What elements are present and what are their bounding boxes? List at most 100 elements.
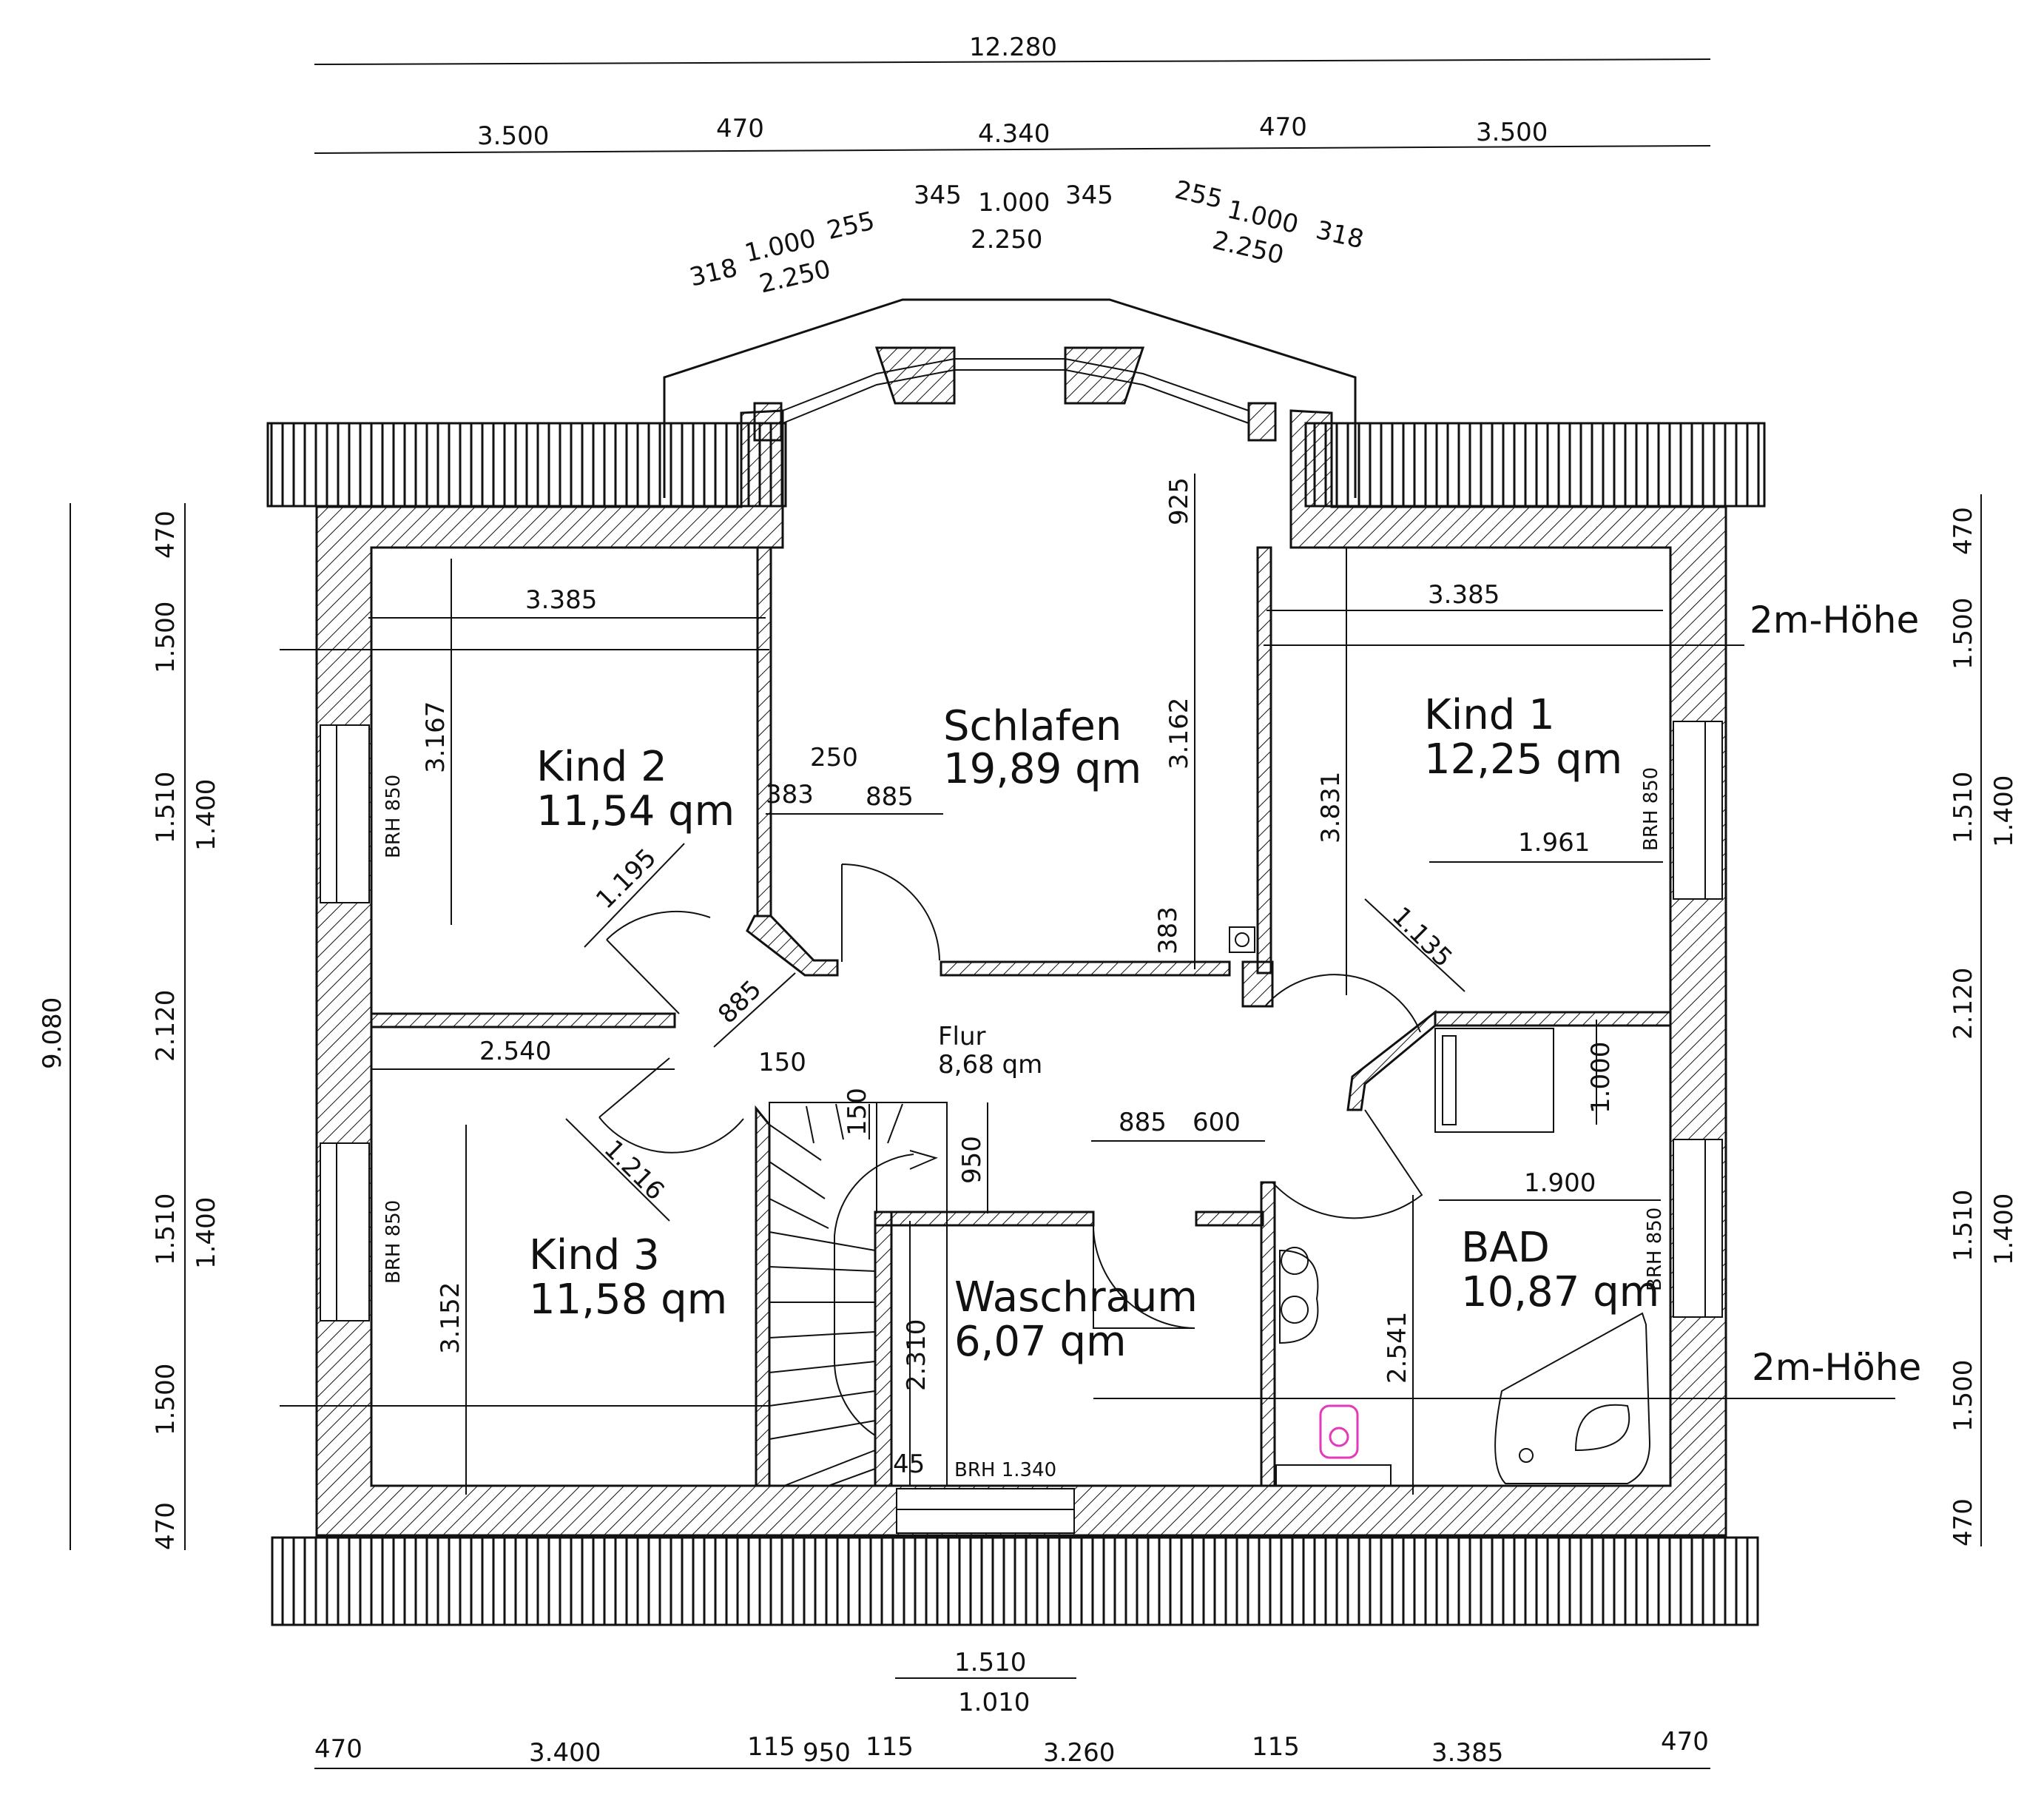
dim-bay-center-3: 345	[1065, 181, 1113, 210]
room-bad-name: BAD	[1461, 1224, 1550, 1272]
dim-bay-right-3: 318	[1313, 215, 1366, 255]
room-kind3-name: Kind 3	[529, 1231, 660, 1279]
dim-flur-885: 885	[1119, 1108, 1167, 1137]
dim-bad-1000: 1.000	[1586, 1042, 1616, 1114]
dim-left-window-2: 1.400	[192, 1197, 221, 1269]
room-kind1-area: 12,25 qm	[1424, 735, 1622, 784]
staircase	[769, 1102, 948, 1486]
dim-bottom-6: 3.260	[1043, 1738, 1115, 1768]
dim-bottom-7: 115	[1252, 1732, 1300, 1762]
dim-top-1: 3.500	[477, 121, 549, 151]
dim-bay-right-1: 255	[1172, 175, 1225, 215]
dim-right-5: 1.510	[1949, 1190, 1978, 1262]
dim-bay-left-3: 255	[824, 206, 877, 246]
dim-hall-250: 250	[810, 743, 858, 772]
dim-top-total: 12.280	[969, 33, 1057, 62]
dim-bad-2541: 2.541	[1383, 1312, 1412, 1384]
brh-waschraum: BRH 1.340	[954, 1459, 1056, 1481]
dim-kind1-door: 1.135	[1386, 901, 1458, 973]
brh-kind2: BRH 850	[382, 775, 405, 858]
dim-bottom-2: 3.400	[529, 1738, 601, 1768]
interior-walls	[370, 546, 1672, 1487]
room-schlafen-area: 19,89 qm	[943, 745, 1141, 793]
dim-schlafen-3162: 3.162	[1164, 698, 1194, 770]
room-kind1-name: Kind 1	[1424, 691, 1555, 739]
dim-right-2: 1.500	[1949, 598, 1978, 670]
dim-kind3-depth: 3.152	[436, 1282, 465, 1354]
dim-flur-600: 600	[1193, 1108, 1241, 1137]
dim-bottom-4: 950	[803, 1738, 851, 1768]
dim-kind1-1961: 1.961	[1518, 828, 1590, 858]
brh-bad: BRH 850	[1644, 1208, 1666, 1291]
dim-left-6: 1.500	[151, 1364, 181, 1435]
dim-kind1-depth: 3.831	[1316, 772, 1346, 844]
dim-left-window-1: 1.400	[192, 779, 221, 851]
dim-flur-950: 950	[957, 1136, 987, 1184]
room-flur-area: 8,68 qm	[938, 1050, 1042, 1080]
dim-bottom-5: 115	[866, 1732, 914, 1762]
dim-bay-left-1: 318	[687, 253, 740, 293]
dim-right-4: 2.120	[1949, 968, 1978, 1040]
toilet-icon	[1319, 1404, 1359, 1459]
dim-left-5: 1.510	[151, 1193, 181, 1265]
dim-kind1-width: 3.385	[1428, 580, 1500, 610]
fixtures	[1229, 926, 1651, 1486]
dim-top-4: 470	[1259, 112, 1307, 142]
height-label-lower: 2m-Höhe	[1752, 1346, 1921, 1389]
room-flur-name: Flur	[938, 1022, 986, 1051]
dim-right-window-1: 1.400	[1989, 775, 2019, 847]
room-waschraum-area: 6,07 qm	[954, 1318, 1127, 1366]
room-schlafen-name: Schlafen	[943, 702, 1121, 750]
dim-hall-885: 885	[866, 782, 914, 812]
dim-schlafen-925: 925	[1164, 477, 1194, 525]
dim-left-3: 1.510	[151, 772, 181, 844]
room-waschraum-name: Waschraum	[954, 1273, 1198, 1321]
dim-bottom-3: 115	[747, 1732, 795, 1762]
dim-top-3: 4.340	[978, 119, 1050, 149]
dim-right-3: 1.510	[1949, 772, 1978, 844]
dim-bay-center-2: 1.000	[978, 188, 1050, 218]
dim-wasch-45: 45	[893, 1449, 925, 1479]
dim-stair-150a: 150	[758, 1048, 806, 1077]
dim-right-6: 1.500	[1949, 1360, 1978, 1432]
dim-right-1: 470	[1949, 507, 1978, 555]
dim-stair-150b: 150	[843, 1088, 872, 1136]
exterior-walls	[315, 346, 1727, 1537]
dim-kind3-width: 2.540	[479, 1037, 551, 1066]
dim-bottom-1: 470	[314, 1734, 362, 1764]
dim-left-2: 1.500	[151, 602, 181, 673]
room-kind3-area: 11,58 qm	[529, 1276, 727, 1324]
dim-kind2-width: 3.385	[525, 585, 597, 615]
height-lines	[280, 644, 1895, 1407]
dim-bay-center-1: 345	[914, 181, 962, 210]
dim-bottom-9: 470	[1661, 1727, 1709, 1757]
doors	[598, 863, 1423, 1329]
dim-bottom-window-2: 1.010	[958, 1688, 1030, 1717]
dim-bottom-8: 3.385	[1431, 1738, 1503, 1768]
dim-left-total: 9.080	[38, 997, 67, 1069]
room-bad-area: 10,87 qm	[1461, 1268, 1659, 1316]
dim-right-7: 470	[1949, 1498, 1978, 1546]
dim-top-2: 470	[716, 114, 764, 144]
brh-kind3: BRH 850	[382, 1200, 405, 1284]
dim-door-885-diag: 885	[712, 974, 767, 1029]
room-kind2-name: Kind 2	[536, 743, 667, 791]
room-kind2-area: 11,54 qm	[536, 787, 735, 835]
brh-kind1: BRH 850	[1640, 767, 1662, 851]
roof-eaves	[266, 298, 1766, 1626]
dim-top-5: 3.500	[1476, 118, 1548, 147]
dim-left-4: 2.120	[151, 990, 181, 1062]
dimension-lines	[70, 58, 1982, 1769]
height-label-upper: 2m-Höhe	[1750, 599, 1919, 642]
dim-right-window-2: 1.400	[1989, 1193, 2019, 1265]
dim-bottom-window-1: 1.510	[954, 1648, 1026, 1677]
dim-schlafen-383: 383	[1153, 906, 1183, 954]
dim-wasch-2310: 2.310	[902, 1319, 931, 1391]
dim-bay-center-4: 2.250	[971, 225, 1042, 255]
dim-left-1: 470	[151, 511, 181, 559]
dim-left-7: 470	[151, 1502, 181, 1550]
dim-bad-1900: 1.900	[1524, 1168, 1596, 1198]
dim-hall-383: 383	[766, 780, 814, 809]
dim-kind2-depth: 3.167	[421, 701, 451, 773]
